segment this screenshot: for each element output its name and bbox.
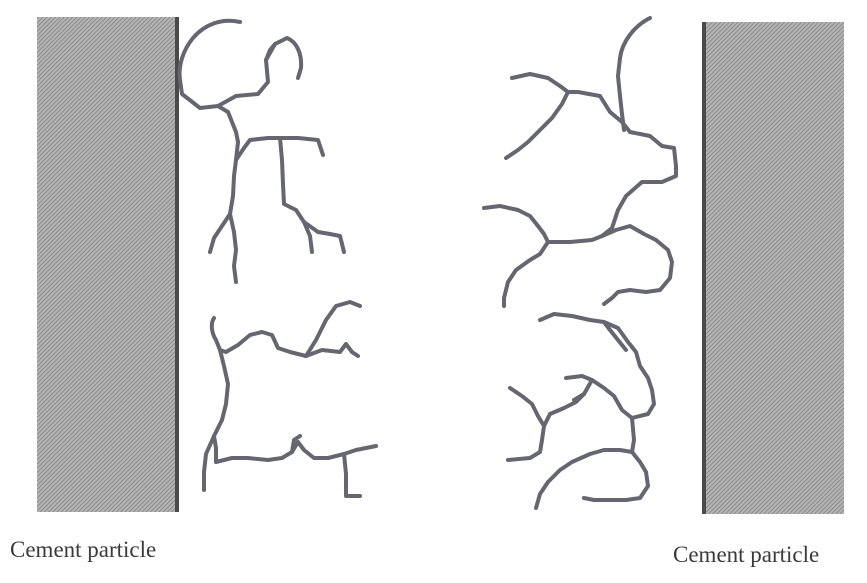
right-fiber-top-curve [618,18,650,130]
right-fiber-bottom-curve [584,452,648,500]
right-fiber-left-short [510,388,544,426]
right-particle-label: Cement particle [673,542,819,568]
right-fiber-top-left [512,74,630,132]
right-fiber-lower-left [540,314,654,418]
left-fiber-small-hook [266,44,275,60]
left-fiber-bottom-branch [214,436,216,462]
right-fiber-top-dip [506,92,568,158]
right-fiber-left-stub [574,394,584,400]
left-fiber-lower-top [212,318,358,356]
left-particle-edge [175,17,179,512]
left-hydration-fibers [180,21,376,496]
left-fiber-lower-hook [306,302,360,356]
left-fiber-top-loop [180,21,240,142]
right-particle-edge [702,22,706,514]
left-fiber-bottom-horizontal [216,442,376,462]
left-cement-particle [37,17,179,512]
left-fiber-lower-stem [204,350,228,490]
left-fiber-bottom-tail [344,454,360,496]
right-hydration-fibers [484,18,676,508]
right-fiber-left-arm [484,206,548,242]
left-fiber-mid-tail [230,214,236,282]
right-fiber-lower-hook [566,376,634,452]
left-particle-label: Cement particle [10,537,156,563]
right-cement-particle [702,22,844,514]
right-fiber-mid-drop [504,242,548,306]
right-fiber-mid-loop [602,132,676,236]
left-fiber-top-branch [218,38,301,106]
right-fiber-connector [548,226,672,304]
left-fiber-mid-drop [280,138,312,252]
right-fiber-lower-branch [508,380,592,460]
